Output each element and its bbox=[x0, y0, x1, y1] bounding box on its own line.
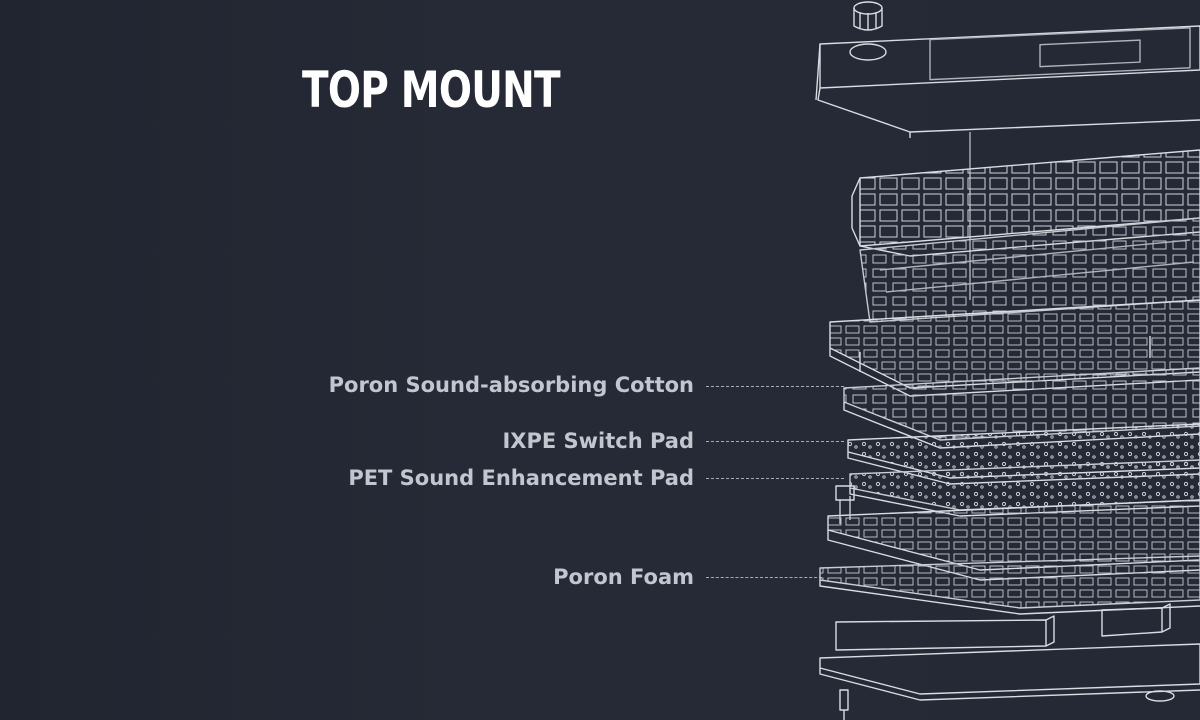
knob-icon bbox=[849, 1, 887, 61]
bottom-case-layer bbox=[819, 643, 1200, 720]
top-case-layer bbox=[815, 25, 1200, 300]
battery-layer bbox=[835, 603, 1171, 651]
callout-pet-pad: PET Sound Enhancement Pad bbox=[348, 466, 694, 490]
leader-line-poron-cotton bbox=[706, 386, 844, 387]
callout-ixpe-switch-pad: IXPE Switch Pad bbox=[502, 429, 694, 453]
leader-line-poron-foam bbox=[706, 577, 822, 578]
callout-poron-foam: Poron Foam bbox=[553, 565, 694, 589]
leader-line-ixpe bbox=[706, 441, 844, 442]
exploded-keyboard-diagram bbox=[815, 1, 1200, 720]
page-title: TOP MOUNT bbox=[302, 61, 561, 119]
callout-poron-cotton: Poron Sound-absorbing Cotton bbox=[328, 373, 694, 397]
poron-foam-layer bbox=[819, 555, 1200, 615]
switches-layer bbox=[859, 217, 1200, 323]
leader-line-pet bbox=[706, 478, 844, 479]
